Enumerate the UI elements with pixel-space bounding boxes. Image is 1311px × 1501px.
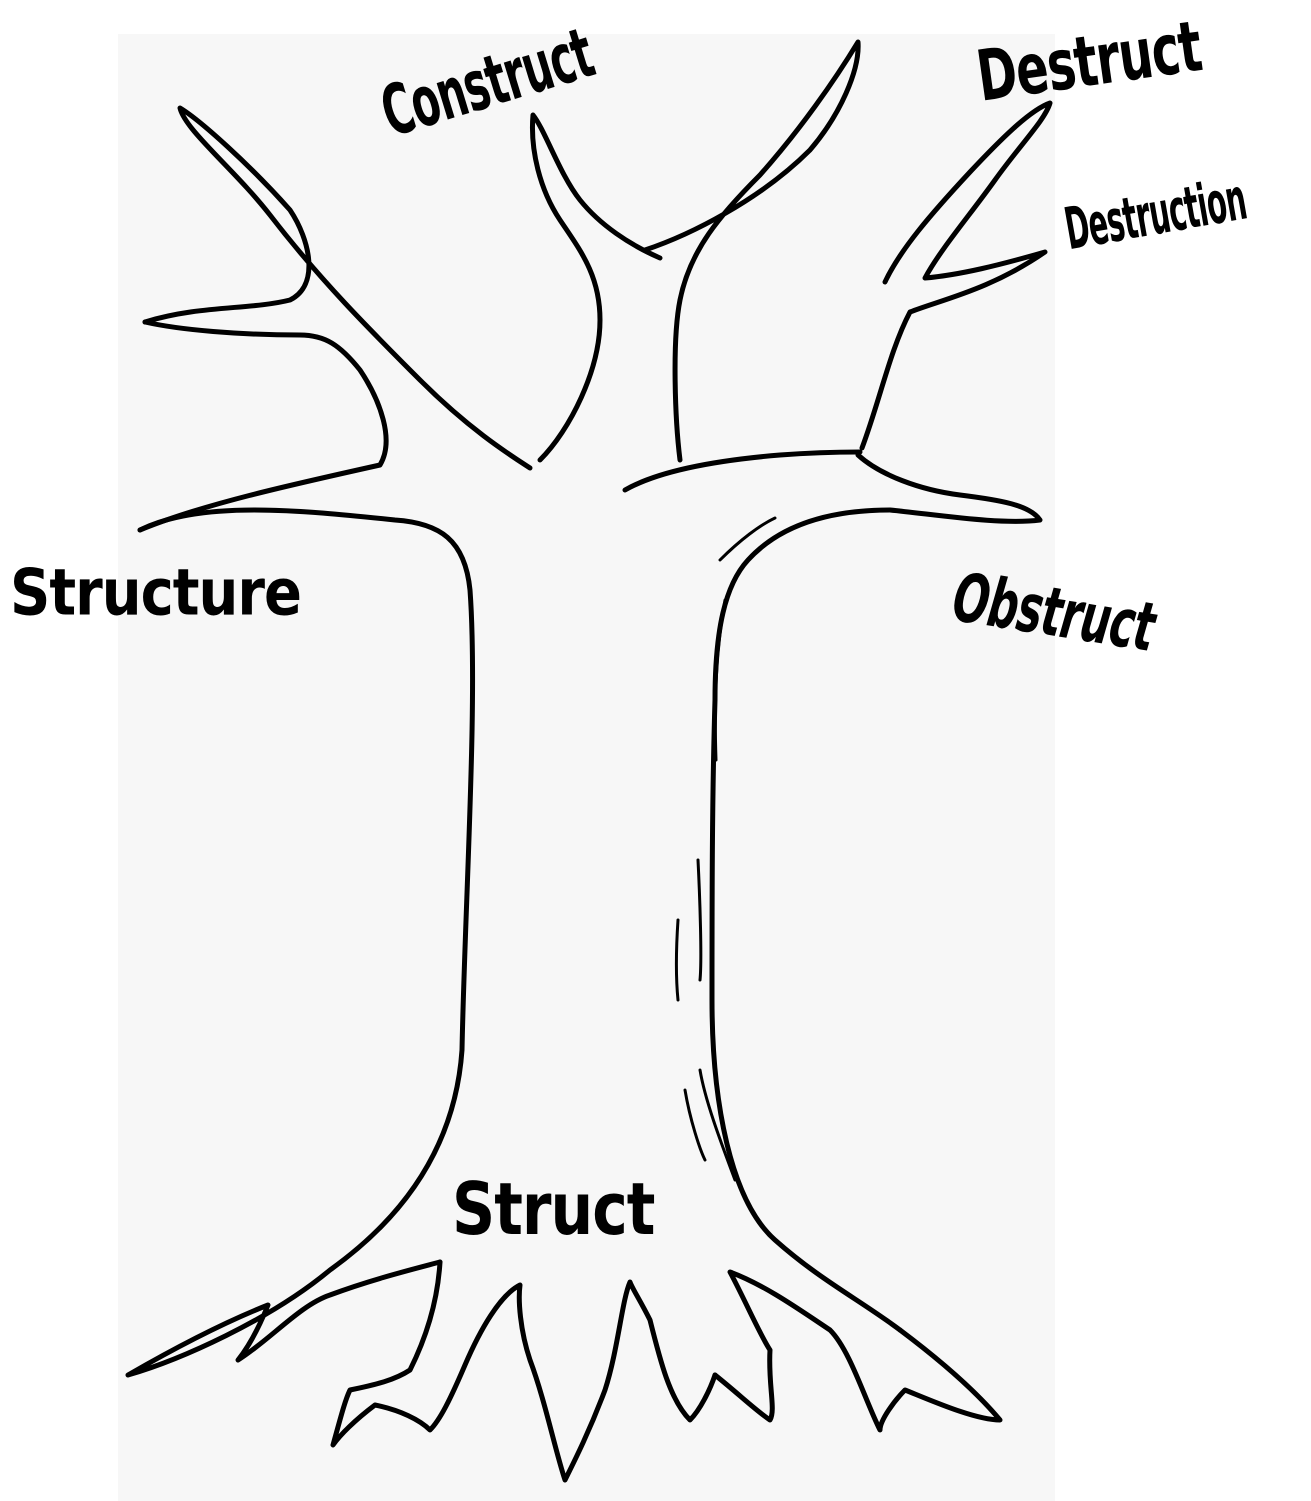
trunk-top [625,452,860,490]
bark-mark-6 [715,600,725,760]
right-roots [715,1272,1000,1430]
root-word-label: Struct [452,1168,654,1238]
bark-mark-2 [698,860,701,980]
branch-word-structure: Structure [10,556,301,621]
center-left-branch [532,115,660,460]
left-branch-upper [145,108,530,468]
bark-mark-5 [685,1090,705,1160]
center-roots [333,1262,715,1480]
left-branch-lower [140,322,386,530]
center-right-branch [645,42,858,460]
bark-mark-1 [720,518,775,560]
trunk-left-outline [128,510,473,1375]
right-branch-destruct [862,103,1050,448]
bark-mark-3 [677,920,679,1000]
